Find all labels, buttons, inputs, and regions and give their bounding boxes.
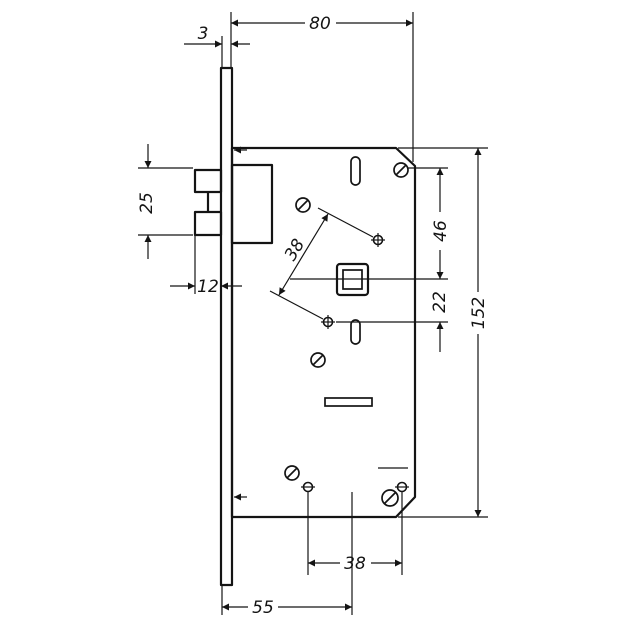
screw-slot (297, 199, 309, 211)
dimension-label: 3 (198, 24, 209, 44)
faceplate (219, 66, 247, 587)
screw-lower-left (284, 465, 300, 481)
dimension-bottom-inner: 38 (307, 492, 403, 575)
dimension-line (278, 213, 329, 296)
dimension-label: 152 (469, 297, 489, 329)
dimension-label: 38 (281, 235, 309, 264)
screw-head (295, 197, 311, 213)
screw-head (310, 352, 326, 368)
screw-slot (286, 467, 298, 479)
dimension-right-lower: 22 (336, 291, 450, 352)
dimension-label: 22 (430, 291, 450, 313)
dimension-left: 25 (137, 144, 193, 259)
faceplate-outline (219, 66, 234, 587)
dimension-label: 46 (431, 220, 451, 242)
screw-upper-left (295, 197, 311, 213)
middle-slot (350, 319, 361, 345)
upper-slot (350, 156, 361, 186)
dimension-label: 80 (309, 14, 331, 34)
screw-middle (310, 352, 326, 368)
dimension-top-left: 3 (184, 12, 250, 68)
fixing-hole-bottom-right (395, 481, 409, 493)
dimension-label: 38 (344, 554, 366, 574)
screw-slot (383, 491, 397, 505)
dimension-right: 152 (398, 147, 489, 518)
screw-slot (395, 164, 407, 176)
body-holes (284, 156, 409, 507)
dimension-right-upper: 46 (407, 167, 451, 279)
screw-slot (312, 354, 324, 366)
dimension-label: 55 (252, 598, 274, 618)
screw-bottom-right (381, 489, 399, 507)
screw-head (284, 465, 300, 481)
dimension-bottom: 55 (221, 492, 353, 618)
key-slot (324, 397, 373, 407)
lock-body-outline (230, 146, 417, 519)
lock-body (230, 146, 417, 519)
latch-head-lower (193, 210, 223, 237)
screw-head (381, 489, 399, 507)
latch-bolt (193, 163, 274, 245)
dimension-label: 25 (137, 192, 157, 214)
screw-head (393, 162, 409, 178)
extension-line (317, 207, 374, 238)
latch-housing (230, 163, 274, 245)
latch-head-upper (193, 168, 223, 194)
dimension-left-bottom: 12 (170, 235, 242, 297)
dimension-label: 12 (197, 277, 219, 297)
handle-hole-lower (321, 315, 335, 329)
fixing-hole-bottom-left (301, 481, 315, 493)
dimension-top: 80 (231, 12, 414, 162)
handle-hole-upper (371, 233, 385, 247)
extension-line (269, 290, 324, 320)
screw-top-right (393, 162, 409, 178)
